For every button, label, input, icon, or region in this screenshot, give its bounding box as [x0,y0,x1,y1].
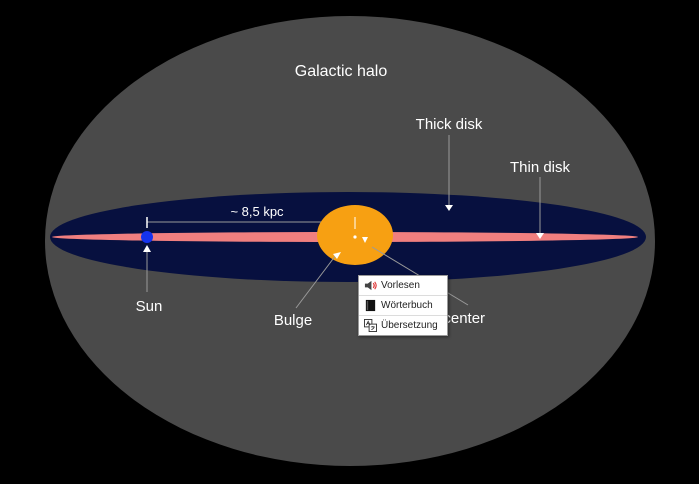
menu-item-label: Vorlesen [381,280,420,291]
distance-label: ~ 8,5 kpc [230,204,284,219]
bulge-pointer [295,254,337,309]
sun-label: Sun [136,298,163,315]
menu-item-vorlesen[interactable]: Vorlesen [359,276,447,296]
thick-disk-label: Thick disk [416,116,483,133]
translate-icon [363,319,377,333]
speaker-icon [363,279,377,293]
halo-label: Galactic halo [295,63,388,80]
menu-item-label: Übersetzung [381,320,438,331]
menu-item-woerterbuch[interactable]: Wörterbuch [359,296,447,316]
bulge-label: Bulge [274,312,312,329]
center-arrowhead [362,237,368,243]
sun [141,231,153,243]
menu-item-uebersetzung[interactable]: Übersetzung [359,316,447,335]
menu-item-label: Wörterbuch [381,300,433,311]
book-icon [363,299,377,313]
thick-disk-arrowhead [445,205,453,211]
sun-arrowhead [143,245,151,252]
bulge-arrowhead [333,252,341,259]
thin-disk-arrowhead [536,233,544,239]
bulge [317,205,393,265]
galactic-center-dot [353,235,357,239]
thin-disk-label: Thin disk [510,159,571,176]
context-menu: Vorlesen Wörterbuch Übersetzung [358,275,448,336]
